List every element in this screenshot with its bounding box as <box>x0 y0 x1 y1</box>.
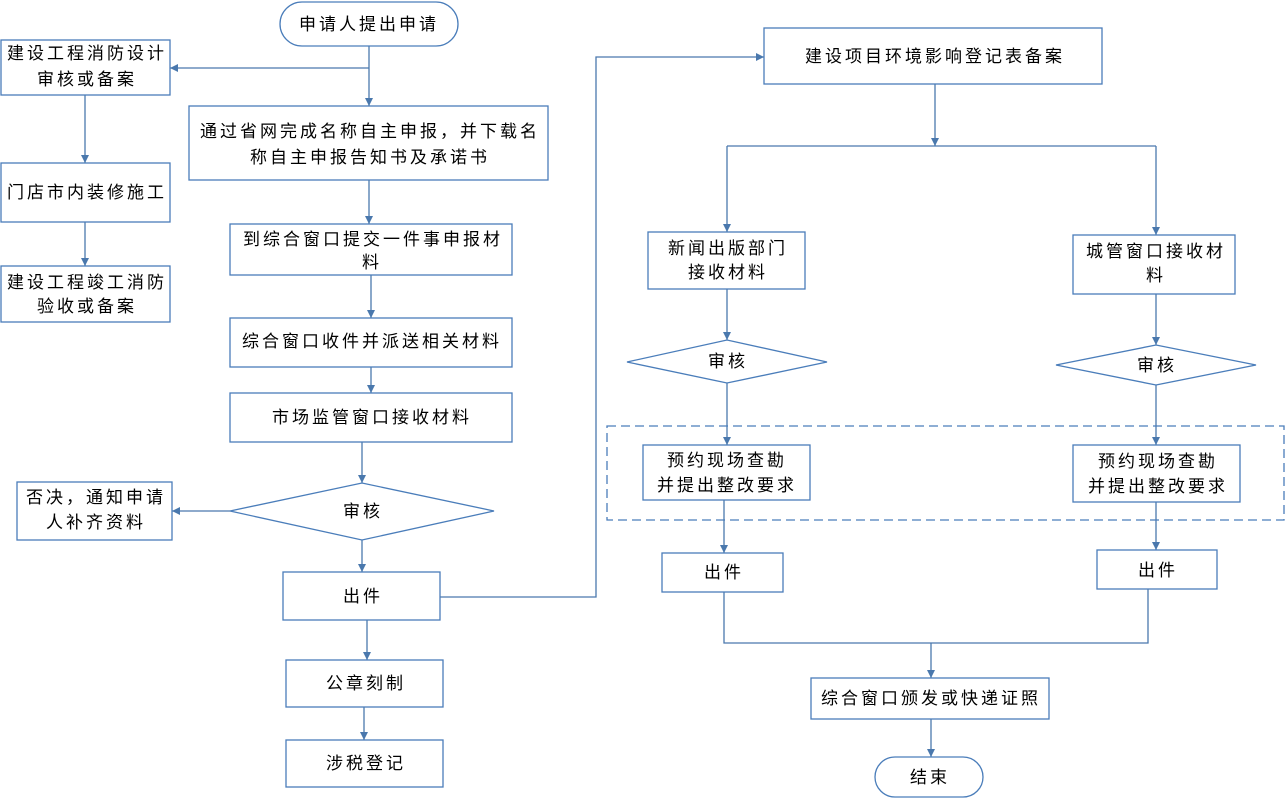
node-start: 申请人提出申请 <box>279 1 459 47</box>
node-inspect-press-line2: 并提出整改要求 <box>657 476 797 496</box>
node-issue-urban: 出件 <box>1096 549 1218 590</box>
node-market-receive-label: 市场监管窗口接收材料 <box>272 408 472 428</box>
node-press-receive-line2: 接收材料 <box>688 263 768 283</box>
node-renovation-label: 门店市内装修施工 <box>7 183 167 203</box>
node-urban-receive: 城管窗口接收材 料 <box>1072 234 1236 295</box>
node-submit-line1: 到综合窗口提交一件事申报材 <box>243 230 503 250</box>
node-review-main-label: 审核 <box>343 502 383 522</box>
node-inspect-urban: 预约现场查勘 并提出整改要求 <box>1072 444 1241 503</box>
node-inspect-press: 预约现场查勘 并提出整改要求 <box>642 444 811 501</box>
node-urban-receive-line2: 料 <box>1146 266 1166 286</box>
node-start-label: 申请人提出申请 <box>299 15 439 35</box>
node-env-record: 建设项目环境影响登记表备案 <box>763 27 1103 85</box>
node-submit-line2: 料 <box>362 253 382 273</box>
node-inspect-urban-line1: 预约现场查勘 <box>1098 452 1218 472</box>
node-market-receive: 市场监管窗口接收材料 <box>229 392 513 443</box>
node-fire-design-line2: 审核或备案 <box>37 70 137 90</box>
node-dispatch-label: 综合窗口收件并派送相关材料 <box>242 332 502 352</box>
node-issue-urban-label: 出件 <box>1138 561 1178 581</box>
node-env-record-label: 建设项目环境影响登记表备案 <box>805 47 1065 67</box>
node-review-urban-label: 审核 <box>1137 356 1177 376</box>
node-seal-label: 公章刻制 <box>326 674 406 694</box>
node-press-receive-line1: 新闻出版部门 <box>668 239 788 259</box>
node-issue-main: 出件 <box>282 571 441 621</box>
node-submit: 到综合窗口提交一件事申报材 料 <box>229 223 513 276</box>
node-fire-accept-line1: 建设工程竣工消防 <box>7 273 167 293</box>
node-tax: 涉税登记 <box>285 739 444 788</box>
node-review-urban: 审核 <box>1055 344 1257 386</box>
node-renovation: 门店市内装修施工 <box>0 162 171 223</box>
connector-merge <box>723 589 1149 644</box>
node-issue-press-label: 出件 <box>704 563 744 583</box>
node-name-declare-line2: 称自主申报告知书及承诺书 <box>250 148 490 168</box>
node-seal: 公章刻制 <box>285 659 444 708</box>
node-issue-main-label: 出件 <box>343 587 383 607</box>
node-end: 结束 <box>874 756 984 798</box>
node-review-main: 审核 <box>229 482 495 541</box>
node-reject: 否决，通知申请 人补齐资料 <box>16 481 173 541</box>
node-press-receive: 新闻出版部门 接收材料 <box>647 231 806 290</box>
node-tax-label: 涉税登记 <box>326 754 406 774</box>
node-license-label: 综合窗口颁发或快递证照 <box>821 689 1041 709</box>
node-fire-accept-line2: 验收或备案 <box>37 297 137 317</box>
node-fire-design: 建设工程消防设计 审核或备案 <box>0 39 171 96</box>
node-end-label: 结束 <box>910 768 950 788</box>
arrow-issue-to-env-record <box>440 53 764 598</box>
node-review-press-label: 审核 <box>708 352 748 372</box>
inspection-group-frame <box>606 425 1285 521</box>
node-reject-line2: 人补齐资料 <box>46 513 146 533</box>
node-review-press: 审核 <box>626 339 828 384</box>
connectors <box>81 46 1160 757</box>
node-license: 综合窗口颁发或快递证照 <box>810 677 1050 720</box>
node-name-declare: 通过省网完成名称自主申报，并下载名 称自主申报告知书及承诺书 <box>188 105 549 181</box>
node-reject-line1: 否决，通知申请 <box>26 488 166 508</box>
node-urban-receive-line1: 城管窗口接收材 <box>1086 242 1226 262</box>
node-issue-press: 出件 <box>661 552 784 593</box>
node-fire-accept: 建设工程竣工消防 验收或备案 <box>0 265 171 323</box>
node-fire-design-line1: 建设工程消防设计 <box>7 44 167 64</box>
node-inspect-press-line1: 预约现场查勘 <box>667 451 787 471</box>
node-dispatch: 综合窗口收件并派送相关材料 <box>229 317 513 368</box>
node-name-declare-line1: 通过省网完成名称自主申报，并下载名 <box>200 122 540 142</box>
node-inspect-urban-line2: 并提出整改要求 <box>1088 477 1228 497</box>
